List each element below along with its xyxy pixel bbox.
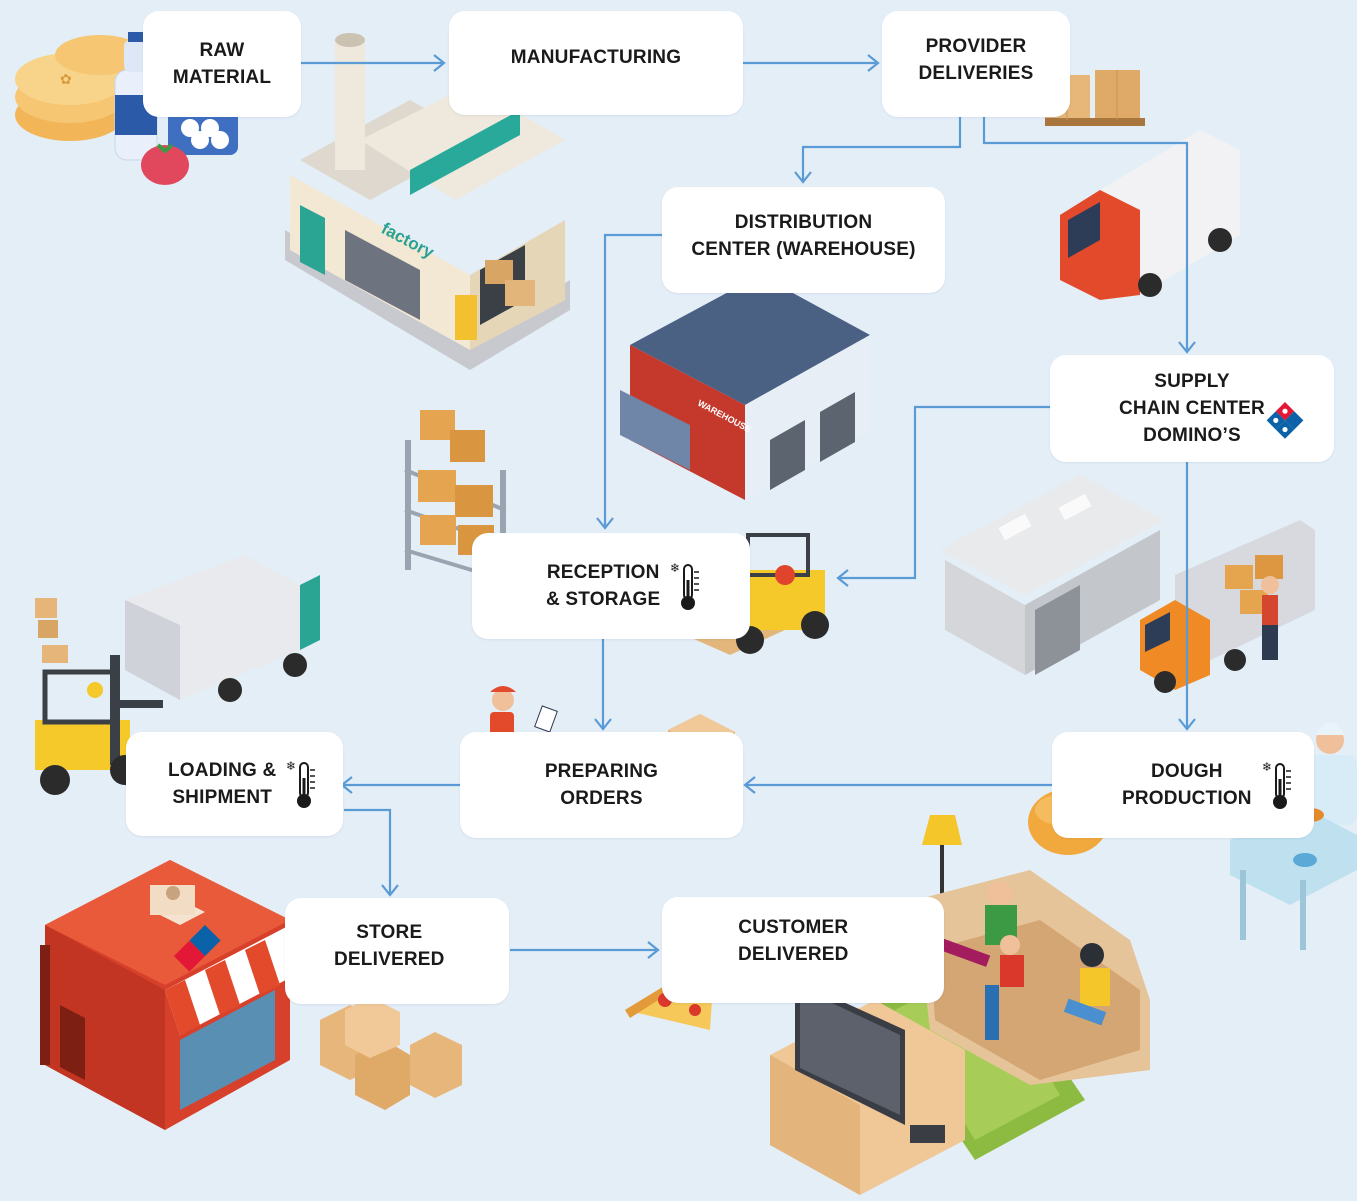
distribution-center-node: DISTRIBUTION CENTER (WAREHOUSE) [662, 187, 945, 293]
delivery-truck-illustration [1060, 130, 1240, 300]
distribution-center-label: DISTRIBUTION CENTER (WAREHOUSE) [691, 212, 916, 260]
arrowhead [594, 718, 612, 731]
loading-truck-illustration [35, 555, 320, 702]
arrowhead [743, 776, 756, 794]
arrowhead [867, 54, 880, 72]
loading-shipment-node: LOADING & SHIPMENT ❄ [126, 732, 343, 836]
thermometer-snowflake-icon: ❄ [286, 759, 316, 808]
arrowhead [1178, 718, 1196, 731]
dough-production-label: DOUGH PRODUCTION [1122, 761, 1252, 809]
arrowhead [836, 569, 849, 587]
arrowhead [433, 54, 446, 72]
arrow-distribution-to-reception [603, 233, 662, 526]
reception-storage-node: RECEPTION & STORAGE ❄ [472, 533, 750, 639]
arrow-loading-to-store [344, 808, 392, 893]
loading-shipment-label: LOADING & SHIPMENT [168, 760, 277, 808]
arrowhead [1178, 341, 1196, 354]
manufacturing-label: MANUFACTURING [510, 47, 682, 68]
reception-storage-label: RECEPTION & STORAGE [546, 562, 661, 610]
factory-illustration: factory [285, 33, 570, 370]
forklift-illustration [685, 533, 829, 655]
raw-material-label: RAW MATERIAL [172, 40, 272, 88]
thermometer-snowflake-icon: ❄ [670, 561, 700, 610]
arrowhead [381, 884, 399, 897]
cargo-truck-illustration [1140, 520, 1315, 693]
arrow-supply-chain-to-reception [840, 405, 1050, 580]
preparing-orders-label: PREPARING ORDERS [544, 761, 659, 809]
svg-text:✿: ✿ [60, 71, 72, 87]
supply-chain-center-label: SUPPLY CHAIN CENTER DOMINO’S [1119, 371, 1265, 446]
supply-chain-center-node: SUPPLY CHAIN CENTER DOMINO’S [1050, 355, 1334, 462]
dominos-logo-icon [1266, 402, 1304, 439]
arrowhead [596, 517, 614, 530]
warehouse-illustration: WAREHOUSE [620, 275, 870, 500]
customer-delivered-node: CUSTOMER DELIVERED [662, 897, 944, 1003]
arrow-provider-to-supply-chain [982, 117, 1189, 350]
svg-text:❄: ❄ [1262, 760, 1272, 774]
forklift-left-illustration [35, 655, 163, 795]
svg-text:❄: ❄ [286, 759, 296, 773]
family-living-room-illustration [770, 815, 1150, 1195]
dough-production-node: DOUGH PRODUCTION ❄ [1052, 732, 1314, 838]
manufacturing-node: MANUFACTURING [449, 11, 743, 115]
provider-deliveries-label: PROVIDER DELIVERIES [918, 36, 1034, 84]
provider-deliveries-node: PROVIDER DELIVERIES [882, 11, 1070, 117]
pizza-store-illustration [40, 860, 305, 1130]
raw-material-node: RAW MATERIAL [143, 11, 301, 117]
preparing-orders-node: PREPARING ORDERS [460, 732, 743, 838]
raw-ingredients-illustration: ✿ [15, 32, 238, 185]
arrowhead [794, 171, 812, 184]
arrow-provider-to-distribution [801, 117, 962, 180]
stacked-boxes-illustration [320, 997, 462, 1110]
thermometer-snowflake-icon: ❄ [1262, 760, 1291, 809]
svg-text:❄: ❄ [670, 561, 680, 575]
store-delivered-label: STORE DELIVERED [334, 922, 445, 970]
store-delivered-node: STORE DELIVERED [285, 898, 509, 1004]
supply-chain-building-illustration [940, 475, 1165, 675]
customer-delivered-label: CUSTOMER DELIVERED [738, 917, 849, 965]
arrowhead [647, 941, 660, 959]
flow-arrows [300, 54, 1196, 959]
